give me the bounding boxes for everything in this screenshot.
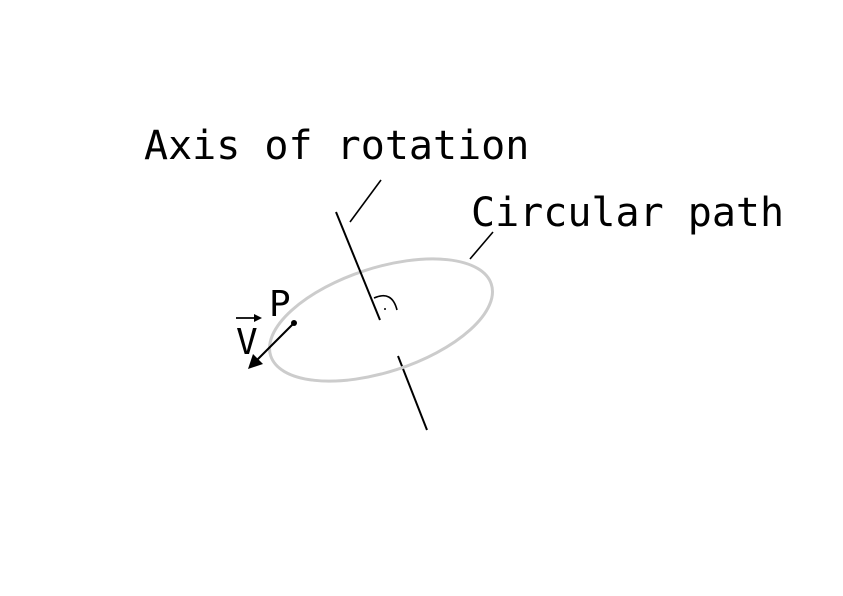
velocity-arrow-icon — [248, 354, 263, 369]
right-angle-icon — [373, 294, 398, 311]
right-angle-dot — [384, 308, 386, 310]
rotation-axis-upper — [335, 211, 381, 321]
axis-leader-line — [349, 179, 382, 223]
axis-label: Axis of rotation — [144, 123, 529, 169]
vector-bar-arrowhead — [254, 314, 262, 322]
point-label: P — [269, 284, 291, 325]
path-leader-line — [469, 231, 494, 260]
circular-path — [268, 257, 494, 383]
velocity-label: V — [236, 322, 258, 363]
velocity-arrow-shaft — [255, 322, 295, 362]
circular-path-label: Circular path — [471, 190, 784, 236]
